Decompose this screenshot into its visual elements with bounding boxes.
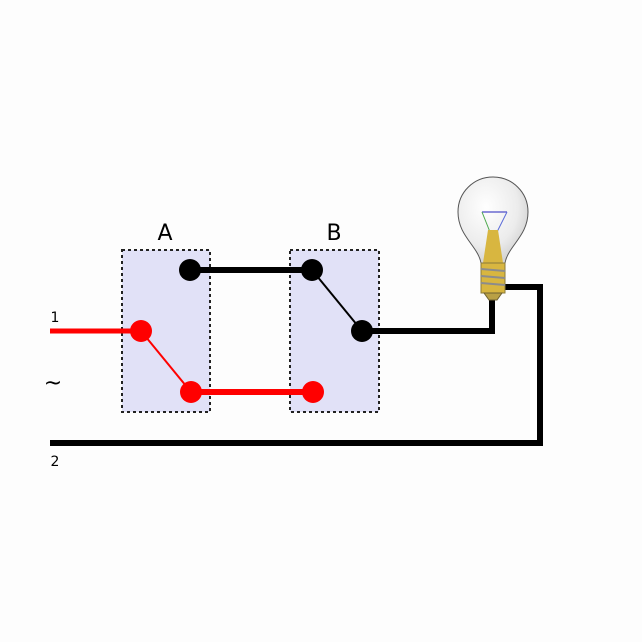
switch-a-terminal-bottom bbox=[180, 381, 202, 403]
bulb-filament-support-right bbox=[496, 211, 508, 233]
switch-b-label: B bbox=[326, 221, 341, 246]
bulb-stem bbox=[483, 230, 503, 263]
switch-b-terminal-common bbox=[351, 320, 373, 342]
bulb-thread-1 bbox=[480, 268, 506, 272]
switch-a-lever bbox=[140, 330, 192, 393]
wire-2-return bbox=[50, 284, 543, 446]
bulb-thread-2 bbox=[480, 275, 506, 279]
switch-a-label: A bbox=[157, 221, 172, 246]
lamp-feed-wire bbox=[362, 298, 495, 334]
switch-b-terminal-top bbox=[301, 259, 323, 281]
bulb-thread-3 bbox=[480, 282, 506, 286]
switch-a-terminal-top bbox=[179, 259, 201, 281]
switch-b-lever bbox=[311, 269, 363, 332]
line-2-label: 2 bbox=[51, 454, 60, 470]
bulb-filament-support-left bbox=[481, 211, 491, 233]
ac-symbol-label: ~ bbox=[44, 371, 62, 396]
switch-b-terminal-bottom bbox=[302, 381, 324, 403]
line-1-label: 1 bbox=[51, 310, 60, 326]
switch-a-terminal-common bbox=[130, 320, 152, 342]
light-bulb-icon bbox=[457, 176, 529, 301]
bulb-glass bbox=[457, 176, 529, 264]
bulb-base-tip bbox=[483, 292, 503, 301]
